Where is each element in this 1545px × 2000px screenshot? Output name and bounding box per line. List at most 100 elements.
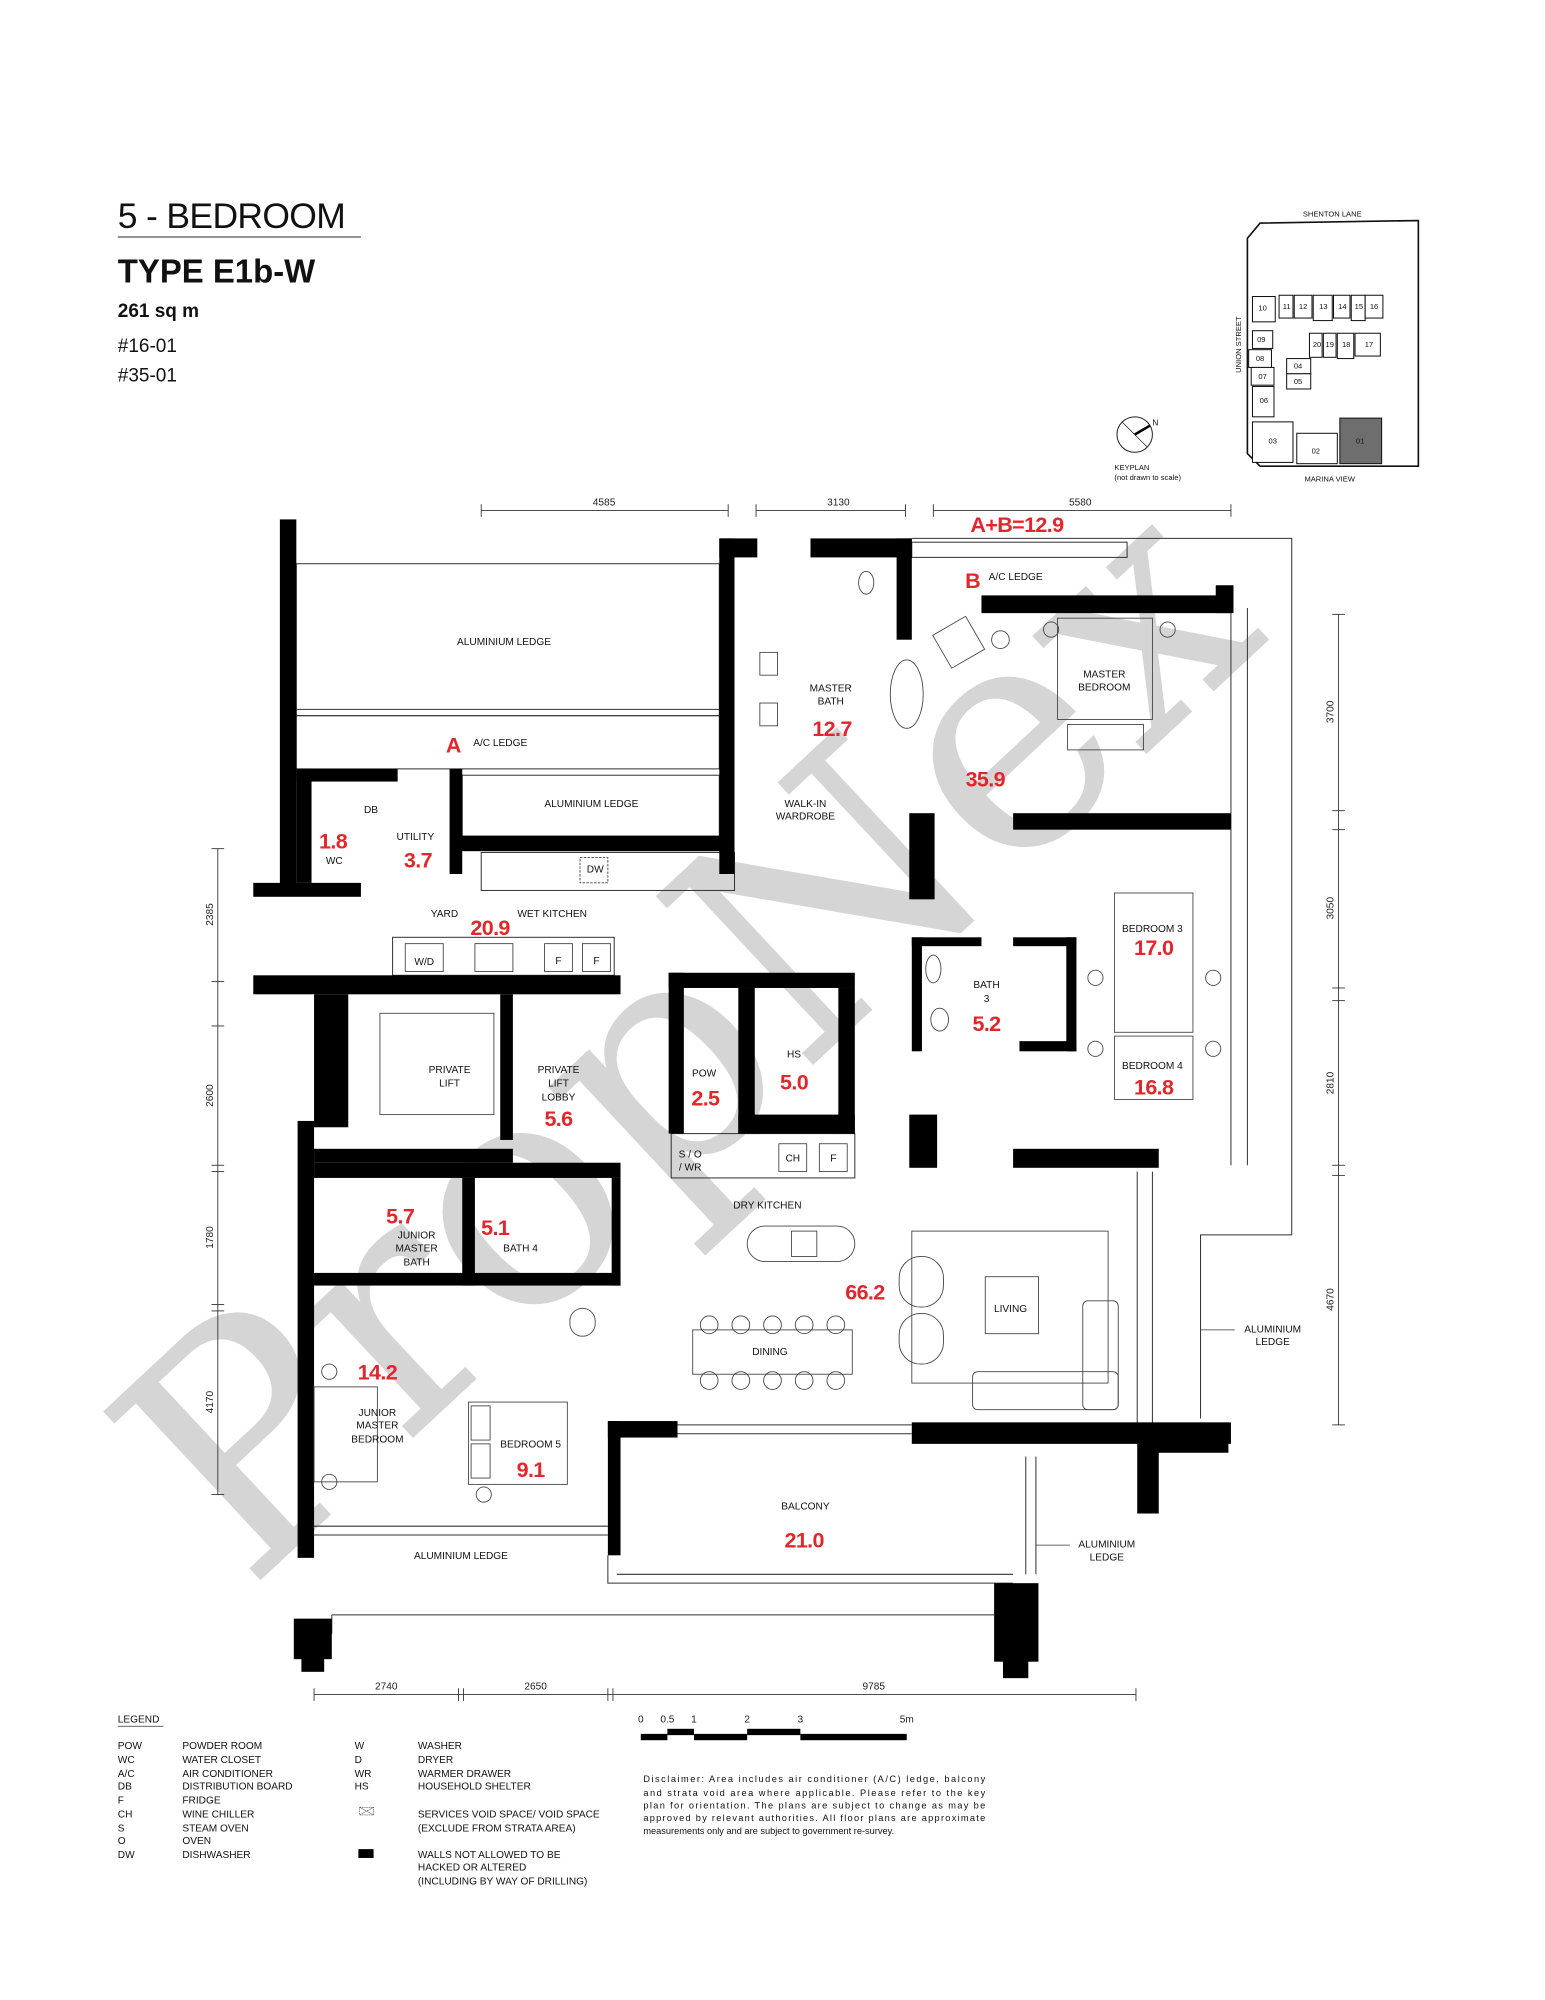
label-private-lift-lobby: LOBBY bbox=[542, 1093, 576, 1104]
dim-left: 2600 bbox=[205, 1084, 216, 1107]
label-pow: POW bbox=[692, 1069, 717, 1080]
label-hs: HS bbox=[787, 1050, 801, 1061]
label-ac-ledge-a: A/C LEDGE bbox=[473, 738, 527, 749]
legend-walls-desc: HACKED OR ALTERED bbox=[418, 1863, 526, 1874]
keyplan-road-north: SHENTON LANE bbox=[1303, 210, 1362, 219]
keyplan-unit: 17 bbox=[1365, 340, 1373, 349]
label-bedroom-4: BEDROOM 4 bbox=[1122, 1061, 1183, 1072]
label-aluminium-ledge-right: ALUMINIUM bbox=[1244, 1324, 1301, 1335]
legend-abbr: F bbox=[118, 1796, 124, 1807]
header: 5 - BEDROOM TYPE E1b-W 261 sq m #16-01 #… bbox=[118, 196, 361, 386]
label-bath-4: BATH 4 bbox=[503, 1243, 538, 1254]
master-bed-icon bbox=[1056, 617, 1153, 720]
scale-tick: 0 bbox=[638, 1714, 644, 1725]
legend-walls-desc: WALLS NOT ALLOWED TO BE bbox=[418, 1850, 561, 1861]
label-fridge: F bbox=[593, 956, 599, 967]
unit-type-title: TYPE E1b-W bbox=[118, 253, 316, 290]
area-bath-4: 5.1 bbox=[481, 1216, 510, 1240]
keyplan-unit: 08 bbox=[1256, 354, 1264, 363]
keyplan-unit: 02 bbox=[1312, 447, 1320, 456]
dim-left: 2385 bbox=[205, 903, 216, 926]
keyplan-unit: 06 bbox=[1260, 396, 1268, 405]
scale-tick: 1 bbox=[691, 1714, 697, 1725]
label-master-bath: BATH bbox=[818, 696, 844, 707]
label-fridge: F bbox=[830, 1153, 836, 1164]
legend-desc: OVEN bbox=[182, 1836, 211, 1847]
area-utility: 3.7 bbox=[404, 849, 433, 873]
dim-right: 2810 bbox=[1326, 1071, 1337, 1094]
dim-left: 1780 bbox=[205, 1226, 216, 1249]
label-washer-dryer: W/D bbox=[414, 957, 434, 968]
label-bath-3: BATH bbox=[973, 980, 999, 991]
area-master-bedroom: 35.9 bbox=[966, 768, 1006, 792]
legend-desc: WINE CHILLER bbox=[182, 1809, 254, 1820]
label-walk-in-wardrobe: WARDROBE bbox=[776, 812, 835, 823]
dim-left: 4170 bbox=[205, 1390, 216, 1413]
label-living: LIVING bbox=[994, 1304, 1027, 1315]
legend-desc: AIR CONDITIONER bbox=[182, 1769, 273, 1780]
label-private-lift: LIFT bbox=[439, 1079, 460, 1090]
legend-abbr: A/C bbox=[118, 1769, 135, 1780]
area-bedroom-4: 16.8 bbox=[1134, 1075, 1174, 1099]
label-private-lift-lobby: PRIVATE bbox=[538, 1065, 580, 1076]
keyplan: SHENTON LANE MARINA VIEW UNION STREET 10… bbox=[1114, 210, 1420, 483]
label-junior-master-bath: MASTER bbox=[396, 1243, 438, 1254]
keyplan-title: KEYPLAN bbox=[1114, 463, 1149, 472]
disclaimer-line: measurements only and are subject to gov… bbox=[643, 1826, 894, 1836]
area-bedroom-3: 17.0 bbox=[1134, 936, 1174, 960]
structural-walls bbox=[253, 519, 1234, 1679]
keyplan-unit: 18 bbox=[1342, 340, 1350, 349]
label-db: DB bbox=[364, 805, 378, 816]
legend-desc: POWDER ROOM bbox=[182, 1741, 262, 1752]
label-utility: UTILITY bbox=[397, 832, 435, 843]
label-steam-oven-warmer: / WR bbox=[679, 1162, 701, 1173]
legend-abbr: DW bbox=[118, 1850, 135, 1861]
bedroom-count-title: 5 - BEDROOM bbox=[118, 196, 345, 236]
area-junior-master-bedroom: 14.2 bbox=[358, 1360, 398, 1384]
label-bedroom-3: BEDROOM 3 bbox=[1122, 924, 1183, 935]
keyplan-blocks bbox=[1248, 294, 1384, 465]
scale-tick: 0.5 bbox=[660, 1714, 674, 1725]
keyplan-unit: 10 bbox=[1258, 303, 1266, 312]
area-hs: 5.0 bbox=[780, 1070, 809, 1094]
area-master-bath: 12.7 bbox=[812, 717, 852, 741]
legend-desc: WATER CLOSET bbox=[182, 1755, 261, 1766]
unit-number: #35-01 bbox=[118, 365, 177, 386]
area-pow: 2.5 bbox=[691, 1087, 720, 1111]
label-fridge: F bbox=[555, 956, 561, 967]
ac-ledge-a-marker: A bbox=[446, 733, 461, 757]
label-walk-in-wardrobe: WALK-IN bbox=[785, 799, 827, 810]
label-master-bath: MASTER bbox=[810, 684, 852, 695]
label-private-lift: PRIVATE bbox=[429, 1065, 471, 1076]
legend-desc: FRIDGE bbox=[182, 1796, 220, 1807]
north-arrow-icon bbox=[1116, 416, 1153, 453]
legend-desc: WASHER bbox=[418, 1741, 462, 1752]
label-aluminium-ledge: ALUMINIUM LEDGE bbox=[457, 637, 551, 648]
keyplan-unit: 01 bbox=[1356, 436, 1364, 445]
disclaimer-line: plan for orientation. The plans are subj… bbox=[643, 1801, 985, 1811]
label-ac-ledge-b: A/C LEDGE bbox=[989, 572, 1043, 583]
dim-right: 3050 bbox=[1326, 897, 1337, 920]
keyplan-unit: 04 bbox=[1294, 362, 1302, 371]
keyplan-unit: 15 bbox=[1355, 302, 1363, 311]
keyplan-unit: 07 bbox=[1258, 372, 1266, 381]
keyplan-highlighted-unit bbox=[1339, 417, 1383, 465]
legend-walls-desc: (INCLUDING BY WAY OF DRILLING) bbox=[418, 1877, 588, 1888]
dim-top: 5580 bbox=[1069, 497, 1092, 508]
label-junior-master-bedroom: BEDROOM bbox=[351, 1435, 403, 1446]
disclaimer-line: approved by relevant authorities. All fl… bbox=[643, 1813, 985, 1823]
disclaimer-line: and strata void area where applicable. P… bbox=[643, 1788, 985, 1798]
label-dw: DW bbox=[587, 865, 604, 876]
legend-void-desc: SERVICES VOID SPACE/ VOID SPACE bbox=[418, 1809, 600, 1820]
ac-ledge-b-marker: B bbox=[965, 569, 980, 593]
legend-desc: DRYER bbox=[418, 1755, 453, 1766]
label-junior-master-bedroom: JUNIOR bbox=[359, 1408, 397, 1419]
label-balcony: BALCONY bbox=[781, 1502, 830, 1513]
legend-abbr: S bbox=[118, 1823, 125, 1834]
dimension-labels: 4585 3130 5580 2385 2600 1780 4170 3700 … bbox=[205, 497, 1337, 1692]
dim-top: 4585 bbox=[593, 497, 616, 508]
area-yard-wet-kitchen: 20.9 bbox=[470, 916, 510, 940]
